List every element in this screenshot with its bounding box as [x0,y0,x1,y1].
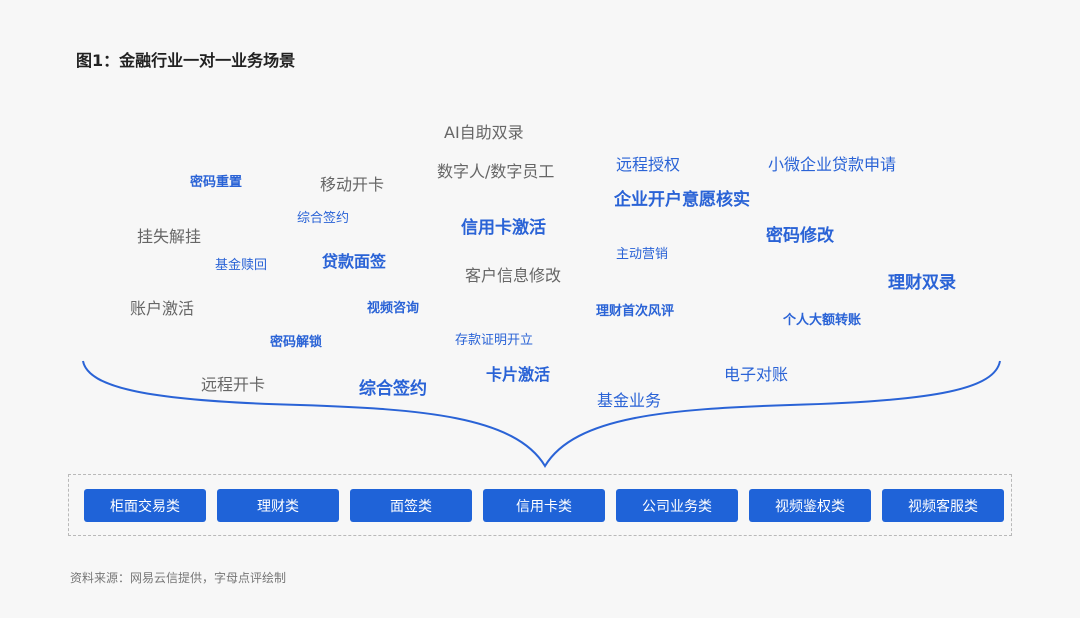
scenario-electronic-reconciliation: 电子对账 [724,365,789,384]
scenario-active-marketing: 主动营销 [616,247,669,262]
scenario-first-risk-assessment: 理财首次风评 [596,304,675,319]
source-note: 资料来源：网易云信提供，字母点评绘制 [70,571,287,585]
figure-title: 图1：金融行业一对一业务场景 [76,51,296,70]
scenario-password-reset: 密码重置 [190,175,243,190]
scenario-remote-card-opening: 远程开卡 [201,375,266,394]
category-wealth-management: 理财类 [217,489,339,522]
category-video-customer-service: 视频客服类 [882,489,1004,522]
scenario-deposit-certificate: 存款证明开立 [455,333,534,348]
scenario-comprehensive-signing-small: 综合签约 [297,211,350,226]
scenario-customer-info-modification: 客户信息修改 [465,266,562,285]
scenario-remote-authorization: 远程授权 [616,155,681,174]
scenario-card-activation: 卡片激活 [486,365,551,384]
scenario-fund-redemption: 基金赎回 [215,258,268,273]
category-corporate-business: 公司业务类 [616,489,738,522]
category-credit-card: 信用卡类 [483,489,605,522]
scenario-comprehensive-signing-large: 综合签约 [359,379,427,399]
scenario-password-change: 密码修改 [766,226,834,246]
scenario-large-transfer: 个人大额转账 [783,313,862,328]
scenario-corporate-account-verification: 企业开户意愿核实 [614,190,750,210]
scenario-password-unlock: 密码解锁 [270,335,323,350]
category-face-signing: 面签类 [350,489,472,522]
scenario-video-consultation: 视频咨询 [367,301,420,316]
scenario-mobile-card-opening: 移动开卡 [320,175,385,194]
category-video-authentication: 视频鉴权类 [749,489,871,522]
scenario-loss-report: 挂失解挂 [137,227,202,246]
scenario-ai-dual-recording: AI自助双录 [444,123,524,142]
scenario-fund-business: 基金业务 [597,391,662,410]
scenario-wealth-dual-recording: 理财双录 [888,273,956,293]
scenario-account-activation: 账户激活 [130,299,195,318]
scenario-credit-card-activation: 信用卡激活 [461,218,546,238]
category-counter-transaction: 柜面交易类 [84,489,206,522]
category-container [68,474,1012,536]
scenario-micro-business-loan: 小微企业贷款申请 [768,155,897,174]
scenario-digital-human: 数字人/数字员工 [437,162,555,181]
category-row: 柜面交易类 理财类 面签类 信用卡类 公司业务类 视频鉴权类 视频客服类 [84,489,1004,522]
scenario-loan-face-signing: 贷款面签 [322,252,387,271]
